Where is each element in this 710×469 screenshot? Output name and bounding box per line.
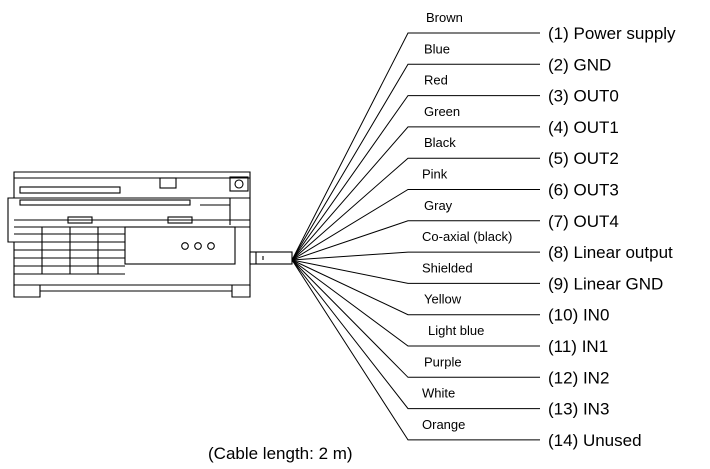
- indicator-panel: [124, 226, 236, 265]
- wire-line: [291, 259, 540, 284]
- wire-line: [291, 220, 540, 261]
- wire-color-label: Co-axial (black): [422, 229, 512, 244]
- wire-line: [291, 259, 540, 410]
- wire-line: [291, 32, 540, 261]
- wire-color-label: Orange: [422, 417, 465, 432]
- wire-2: Blue (2) GND: [291, 41, 611, 261]
- wire-line: [291, 251, 540, 261]
- wire-line: [291, 157, 540, 261]
- wire-13: White (13) IN3: [291, 259, 609, 419]
- wire-line: [291, 259, 540, 347]
- wire-line: [291, 259, 540, 441]
- wire-color-label: Pink: [422, 167, 448, 182]
- terminal-label: (7) OUT4: [548, 212, 619, 231]
- wire-line: [291, 95, 540, 261]
- indicator-led-2: [194, 242, 202, 250]
- wire-8: Co-axial (black) (8) Linear output: [291, 229, 673, 262]
- terminal-label: (5) OUT2: [548, 149, 619, 168]
- wire-11: Light blue (11) IN1: [291, 259, 608, 356]
- terminal-label: (1) Power supply: [548, 24, 676, 43]
- vent-grid: [14, 227, 125, 275]
- wire-14: Orange (14) Unused: [291, 259, 642, 450]
- terminal-label: (2) GND: [548, 55, 611, 74]
- terminal-label: (13) IN3: [548, 400, 609, 419]
- wire-color-label: Black: [424, 135, 456, 150]
- wire-line: [291, 259, 540, 378]
- wire-7: Gray (7) OUT4: [291, 198, 619, 261]
- wire-color-label: Green: [424, 104, 460, 119]
- terminal-label: (11) IN1: [548, 337, 608, 356]
- wire-color-label: Yellow: [424, 292, 462, 307]
- wire-color-label: Purple: [424, 354, 462, 369]
- wire-1: Brown (1) Power supply: [291, 10, 676, 261]
- wire-4: Green (4) OUT1: [291, 104, 619, 261]
- wire-5: Black (5) OUT2: [291, 135, 619, 261]
- wire-color-label: Red: [424, 73, 448, 88]
- terminal-label: (3) OUT0: [548, 87, 619, 106]
- indicator-led-3: [207, 242, 215, 250]
- wire-color-label: White: [422, 386, 455, 401]
- indicator-led-1: [181, 242, 189, 250]
- amplifier-unit: [7, 171, 293, 298]
- wire-color-label: Light blue: [428, 323, 484, 338]
- terminal-label: (6) OUT3: [548, 181, 619, 200]
- wire-3: Red (3) OUT0: [291, 73, 619, 261]
- wire-color-label: Blue: [424, 41, 450, 56]
- cable-length-caption: (Cable length: 2 m): [208, 444, 353, 463]
- wire-line: [291, 259, 540, 316]
- terminal-label: (10) IN0: [548, 306, 609, 325]
- wire-6: Pink (6) OUT3: [291, 167, 619, 261]
- wire-line: [291, 126, 540, 261]
- terminal-label: (9) Linear GND: [548, 274, 663, 293]
- wire-12: Purple (12) IN2: [291, 259, 609, 387]
- cable-connector: [249, 251, 293, 265]
- terminal-label: (8) Linear output: [548, 243, 673, 262]
- wire-line: [291, 63, 540, 261]
- wire-color-label: Gray: [424, 198, 453, 213]
- terminal-label: (12) IN2: [548, 368, 609, 387]
- wire-color-label: Brown: [426, 10, 463, 25]
- wire-10: Yellow (10) IN0: [291, 259, 609, 325]
- terminal-label: (4) OUT1: [548, 118, 619, 137]
- wire-color-label: Shielded: [422, 260, 473, 275]
- terminal-label: (14) Unused: [548, 431, 642, 450]
- wire-9: Shielded (9) Linear GND: [291, 259, 663, 293]
- wire-line: [291, 189, 540, 261]
